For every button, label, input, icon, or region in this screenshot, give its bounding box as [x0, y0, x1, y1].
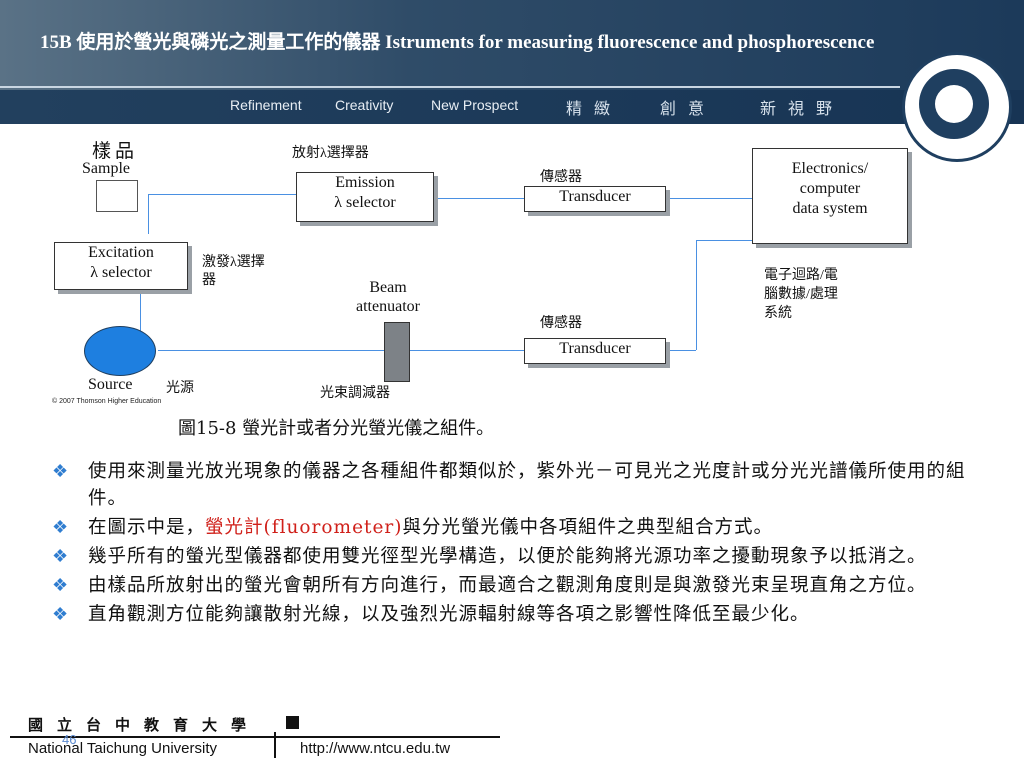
sample-label-cn: 樣品 — [92, 141, 139, 162]
slogan-cn-2: 創意 — [660, 99, 717, 118]
beam-attenuator-label: Beam attenuator — [356, 279, 420, 315]
footer: 國立台中教育大學 46 National Taichung University… — [0, 708, 1024, 768]
transducer-bottom-label-cn: 傳感器 — [540, 316, 582, 331]
connector — [410, 350, 524, 351]
electronics-label-cn: 電子迴路/電 腦數據/處理 系統 — [764, 268, 838, 321]
list-item: ❖在圖示中是，螢光計(fluorometer)與分光螢光儀中各項組件之典型組合方… — [52, 514, 982, 541]
slogan-cn-1: 精緻 — [566, 99, 623, 118]
connector — [148, 194, 149, 234]
diamond-bullet-icon: ❖ — [52, 461, 70, 482]
emission-selector-box: Emission λ selector — [296, 172, 434, 222]
transducer-top-label-cn: 傳感器 — [540, 170, 582, 185]
light-source-icon — [84, 326, 156, 376]
instrument-diagram: 樣品 Sample 放射λ選擇器 Emission λ selector 傳感器… — [40, 136, 920, 410]
list-item: ❖由樣品所放射出的螢光會朝所有方向進行，而最適合之觀測角度則是與激發光束呈現直角… — [52, 572, 982, 599]
bullet-list: ❖使用來測量光放光現象的儀器之各種組件都類似於，紫外光－可見光之光度計或分光光譜… — [52, 458, 982, 630]
transducer-bottom-box: Transducer — [524, 338, 666, 364]
electronics-box: Electronics/ computer data system — [752, 148, 908, 244]
figure-caption: 圖15-8 螢光計或者分光螢光儀之組件。 — [178, 418, 495, 439]
connector — [696, 240, 697, 350]
connector — [666, 350, 696, 351]
beam-attenuator-label-cn: 光束調減器 — [320, 386, 390, 401]
header-banner: 15B 使用於螢光與磷光之測量工作的儀器 Istruments for meas… — [0, 0, 1024, 124]
slogan-creativity: Creativity — [335, 97, 394, 113]
source-label-cn: 光源 — [166, 381, 194, 396]
copyright-note: © 2007 Thomson Higher Education — [52, 398, 162, 405]
sample-cuvette — [96, 180, 138, 212]
connector — [434, 198, 524, 199]
beam-attenuator-block — [384, 322, 410, 382]
connector — [666, 198, 752, 199]
slogan-refinement: Refinement — [230, 97, 302, 113]
university-seal-icon — [902, 52, 1012, 162]
footer-url: http://www.ntcu.edu.tw — [300, 740, 451, 757]
list-item: ❖直角觀測方位能夠讓散射光線，以及強烈光源輻射線等各項之影響性降低至最少化。 — [52, 601, 982, 628]
connector — [158, 350, 384, 351]
excitation-selector-label-cn: 激發λ選擇 器 — [202, 255, 265, 288]
diamond-bullet-icon: ❖ — [52, 604, 70, 625]
connector — [140, 292, 141, 332]
sample-label: Sample — [82, 160, 130, 177]
header-divider — [0, 86, 900, 88]
footer-university-en: National Taichung University — [28, 740, 217, 757]
footer-university-cn: 國立台中教育大學 — [28, 716, 261, 734]
excitation-selector-box: Excitation λ selector — [54, 242, 188, 290]
transducer-top-box: Transducer — [524, 186, 666, 212]
list-item: ❖幾乎所有的螢光型儀器都使用雙光徑型光學構造，以便於能夠將光源功率之擾動現象予以… — [52, 543, 982, 570]
diamond-bullet-icon: ❖ — [52, 575, 70, 596]
list-item: ❖使用來測量光放光現象的儀器之各種組件都類似於，紫外光－可見光之光度計或分光光譜… — [52, 458, 982, 512]
emission-selector-label-cn: 放射λ選擇器 — [292, 146, 369, 161]
slogan-cn-3: 新視野 — [760, 99, 845, 118]
footer-divider — [10, 736, 500, 738]
header-slogan-band — [0, 90, 1024, 124]
slogan-new-prospect: New Prospect — [431, 97, 519, 113]
diamond-bullet-icon: ❖ — [52, 546, 70, 567]
diamond-bullet-icon: ❖ — [52, 517, 70, 538]
source-label: Source — [88, 376, 133, 393]
footer-square-icon — [286, 716, 299, 729]
page-number: 46 — [62, 732, 77, 747]
connector — [696, 240, 752, 241]
connector — [148, 194, 296, 195]
slide-title: 15B 使用於螢光與磷光之測量工作的儀器 Istruments for meas… — [40, 32, 875, 53]
footer-separator — [274, 732, 276, 758]
